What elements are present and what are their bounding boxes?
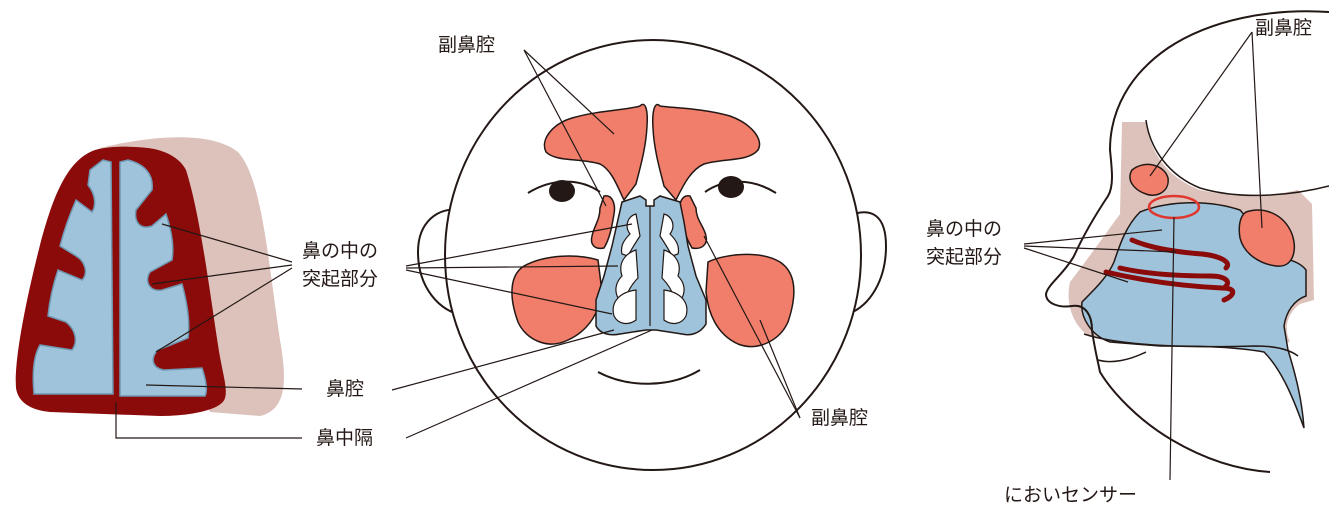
label-sinus-top-right: 副鼻腔 [1255,15,1312,41]
sagittal-chin-line [1098,352,1146,362]
label-turbinates-center-line2: 突起部分 [302,266,378,292]
label-sinus-bottom-center: 副鼻腔 [811,405,868,431]
left-eye [549,180,575,202]
label-turbinates-center-line1: 鼻の中の [302,238,378,264]
right-eye [718,176,744,198]
nose-cross-section [16,137,284,416]
leader-sinus-right-1 [1150,32,1252,176]
label-nasal-cavity: 鼻腔 [326,376,364,402]
label-turbinates-right-line2: 突起部分 [926,244,1002,270]
label-turbinates-right-line1: 鼻の中の [926,216,1002,242]
label-sinus-top-center: 副鼻腔 [438,32,495,58]
sagittal-head [1046,11,1329,472]
label-nasal-septum: 鼻中隔 [316,425,373,451]
label-smell-sensor: においセンサー [1004,482,1137,508]
